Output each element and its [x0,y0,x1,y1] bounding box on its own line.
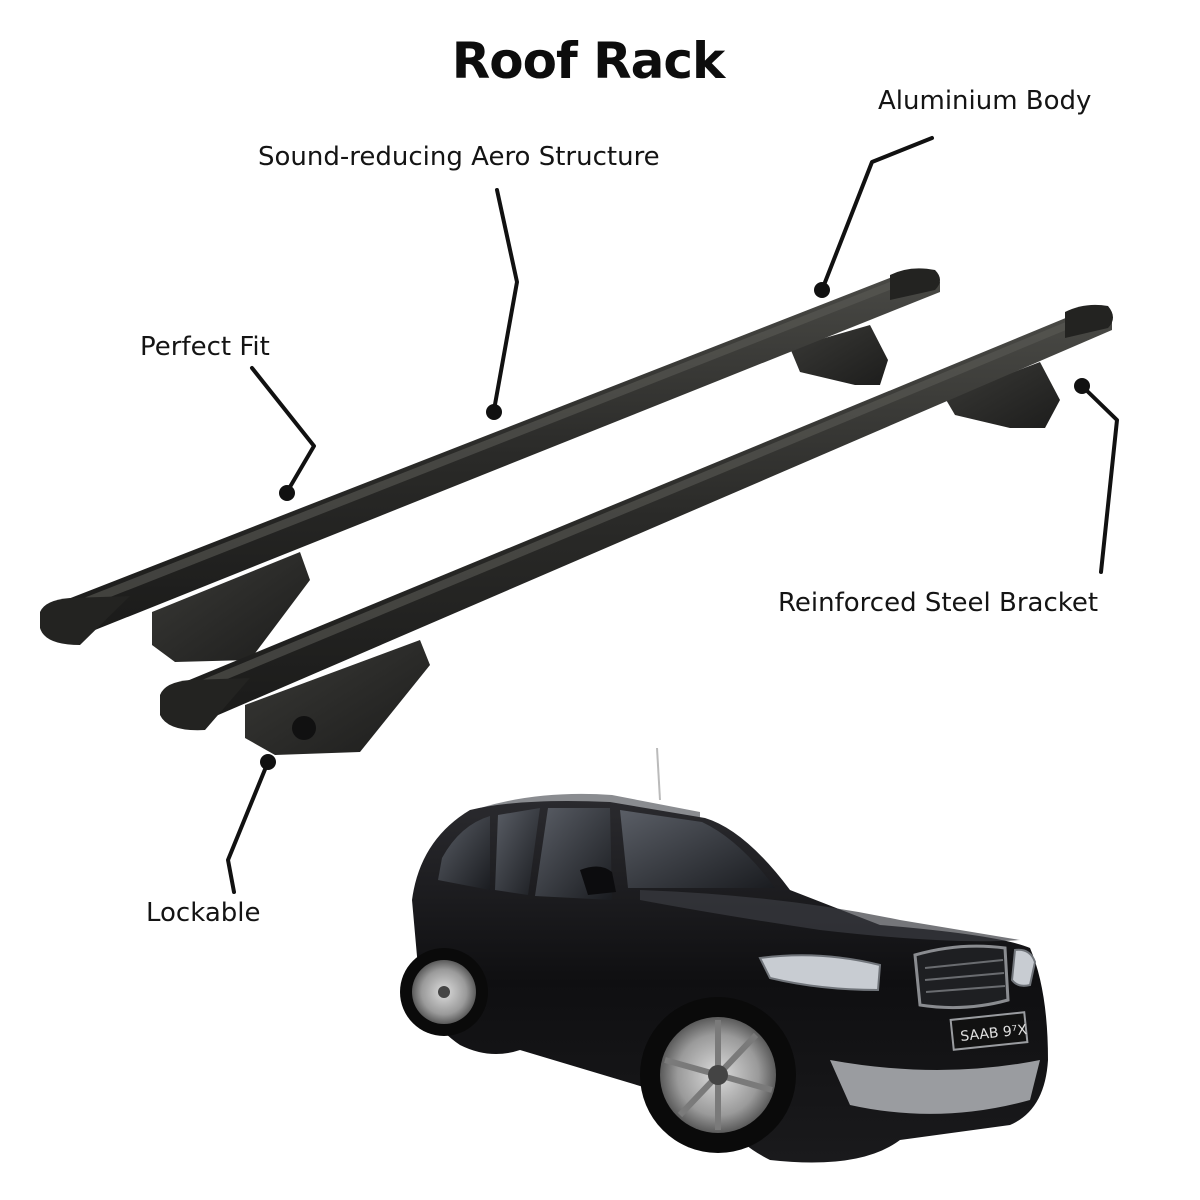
leader-lockable [226,760,270,894]
car-headlight-left [758,954,882,992]
page-title: Roof Rack [451,32,726,90]
car-side-window-rear [495,808,540,895]
leader-aero-structure [492,188,519,412]
dot-lockable [260,754,276,770]
callout-steel-bracket: Reinforced Steel Bracket [778,588,1099,618]
car-rear-window [438,816,490,890]
leader-steel-bracket [1080,384,1119,574]
car-windshield [620,810,775,888]
rear-bar-right-foot [790,325,888,385]
callout-lockable: Lockable [146,898,261,928]
callout-perfect-fit: Perfect Fit [140,332,270,362]
roof-bar-rear [40,268,940,662]
roof-bar-front [160,304,1113,755]
leader-lines [226,136,1119,894]
dot-aero-structure [486,404,502,420]
callout-aero-structure: Sound-reducing Aero Structure [258,142,660,172]
suv-vehicle: SAAB 9⁷X [400,747,1048,1163]
license-plate-text: SAAB 9⁷X [960,1022,1029,1045]
license-plate [949,1011,1029,1051]
dot-aluminium-body [814,282,830,298]
lock-cylinder [292,716,316,740]
front-bar-left-foot [245,640,430,755]
dot-perfect-fit [279,485,295,501]
car-headlight-right [1010,948,1037,987]
dot-steel-bracket [1074,378,1090,394]
leader-perfect-fit [250,366,316,494]
leader-aluminium-body [820,136,934,292]
rear-bar-left-foot [152,552,310,662]
callout-aluminium-body: Aluminium Body [878,86,1092,116]
front-bar-right-foot [945,362,1060,428]
leader-dots [260,282,1090,770]
